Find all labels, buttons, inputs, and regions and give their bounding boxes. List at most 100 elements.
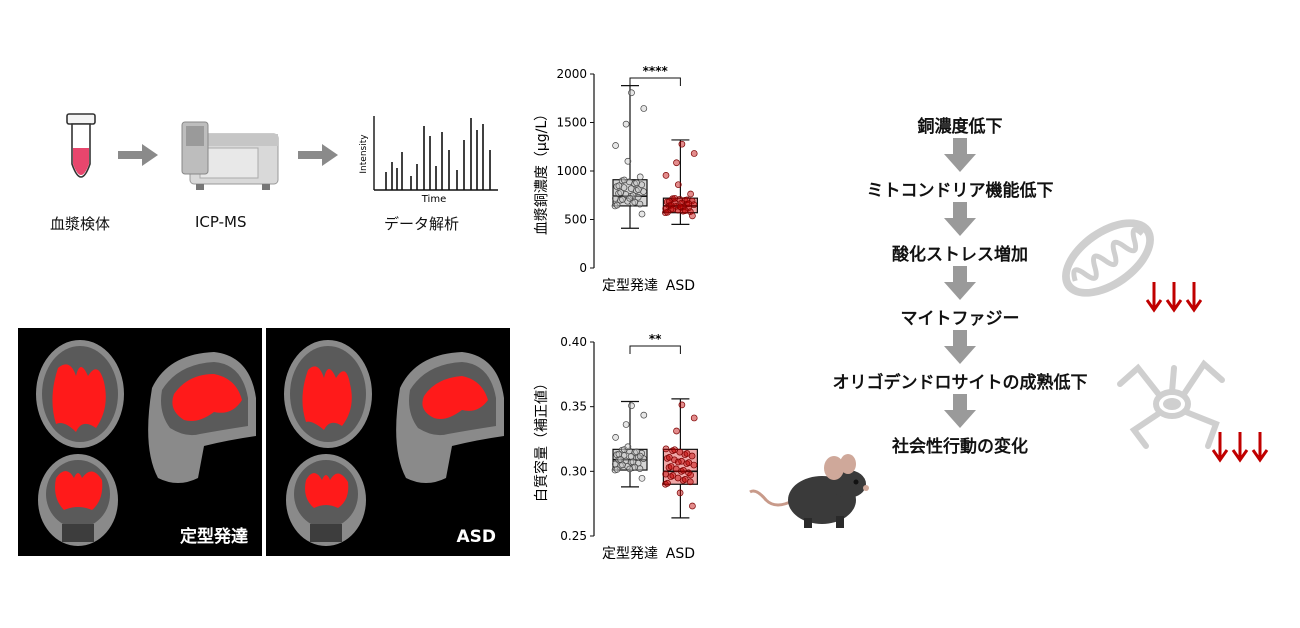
data-point bbox=[674, 458, 682, 466]
mri-brain-image bbox=[284, 340, 504, 546]
data-point bbox=[611, 194, 619, 202]
x-category-label: ASD bbox=[666, 278, 695, 292]
data-point bbox=[640, 105, 648, 112]
step-label-icpms: ICP-MS bbox=[195, 213, 247, 231]
data-point bbox=[674, 181, 682, 189]
plot-x-label: Time bbox=[421, 194, 446, 205]
data-point bbox=[662, 470, 670, 478]
y-axis-label: 血漿銅濃度（μg/L） bbox=[534, 107, 550, 235]
data-point bbox=[640, 188, 647, 195]
y-tick-label: 1000 bbox=[556, 164, 587, 178]
significance-bracket bbox=[629, 345, 681, 354]
data-point bbox=[676, 195, 684, 203]
data-point bbox=[680, 466, 687, 474]
arrow-down-icon bbox=[944, 202, 976, 236]
flow-step-oligo: オリゴデンドロサイトの成熟低下 bbox=[832, 373, 1088, 393]
mitochondrion-icon bbox=[1062, 219, 1154, 297]
arrow-down-icon bbox=[944, 394, 976, 428]
data-point bbox=[683, 450, 691, 457]
data-point bbox=[678, 401, 686, 409]
panel-tag-asd: ASD bbox=[448, 524, 504, 550]
data-point bbox=[671, 194, 679, 202]
y-tick-label: 0.25 bbox=[560, 529, 587, 543]
arrow-right-icon bbox=[118, 144, 158, 166]
y-tick-label: 0.30 bbox=[560, 464, 587, 478]
data-point bbox=[665, 454, 673, 461]
data-point bbox=[622, 421, 630, 428]
data-point bbox=[681, 207, 689, 215]
brain-panel-td: 定型発達 bbox=[18, 328, 262, 556]
x-category-label: 定型発達 bbox=[602, 546, 658, 562]
brain-panel-asd: ASD bbox=[266, 328, 510, 556]
y-tick-label: 1500 bbox=[556, 116, 587, 130]
arrow-right-icon bbox=[298, 144, 338, 166]
data-point bbox=[662, 172, 670, 179]
data-point bbox=[662, 445, 670, 453]
mri-brain-image bbox=[36, 340, 256, 546]
data-point bbox=[687, 471, 694, 479]
data-point bbox=[624, 157, 632, 165]
data-point bbox=[664, 479, 671, 487]
data-point bbox=[690, 414, 698, 422]
plot-y-label: Intensity bbox=[359, 134, 369, 174]
data-point bbox=[640, 411, 648, 419]
y-tick-label: 0.40 bbox=[560, 335, 587, 349]
data-point bbox=[676, 489, 684, 497]
data-point bbox=[636, 465, 644, 472]
data-point bbox=[636, 173, 644, 181]
data-point bbox=[685, 459, 693, 466]
data-point bbox=[665, 198, 673, 205]
arrow-down-icon bbox=[944, 330, 976, 364]
data-point bbox=[617, 189, 625, 196]
y-tick-label: 2000 bbox=[556, 67, 587, 81]
data-point bbox=[619, 196, 626, 203]
data-point bbox=[690, 201, 698, 209]
significance-stars: ** bbox=[649, 332, 662, 346]
arrow-down-icon bbox=[944, 138, 976, 172]
data-point bbox=[685, 200, 693, 208]
data-point bbox=[687, 190, 694, 198]
data-point bbox=[678, 199, 685, 207]
flow-step-copper: 銅濃度低下 bbox=[917, 117, 1003, 137]
mouse-icon bbox=[749, 454, 869, 528]
decrease-arrows-icon bbox=[1146, 282, 1202, 313]
data-point bbox=[662, 205, 670, 212]
step-label-plasma: 血漿検体 bbox=[50, 215, 111, 233]
data-point bbox=[622, 191, 630, 198]
data-point bbox=[638, 210, 646, 218]
flow-step-mitophagy: マイトファジー bbox=[900, 309, 1020, 329]
data-point bbox=[669, 472, 677, 479]
plasma-tube-icon bbox=[66, 113, 96, 178]
y-tick-label: 500 bbox=[564, 213, 587, 227]
significance-stars: **** bbox=[643, 64, 669, 78]
data-point bbox=[669, 205, 677, 213]
data-point bbox=[613, 466, 621, 473]
data-point bbox=[673, 159, 680, 167]
data-point bbox=[676, 203, 684, 210]
data-point bbox=[626, 178, 633, 186]
data-point bbox=[636, 452, 644, 460]
x-category-label: 定型発達 bbox=[602, 278, 658, 292]
data-point bbox=[635, 186, 642, 194]
data-point bbox=[678, 140, 686, 148]
data-point bbox=[689, 212, 696, 220]
data-point bbox=[620, 176, 628, 184]
flow-step-social: 社会性行動の変化 bbox=[892, 437, 1028, 457]
data-point bbox=[633, 179, 640, 187]
decrease-arrows-icon bbox=[1212, 432, 1269, 463]
data-point bbox=[681, 476, 689, 483]
data-point bbox=[634, 193, 642, 201]
data-point bbox=[674, 206, 682, 214]
data-point bbox=[638, 474, 646, 482]
y-tick-label: 0 bbox=[579, 261, 587, 275]
data-point bbox=[631, 463, 639, 471]
data-point bbox=[620, 184, 628, 191]
data-point bbox=[612, 142, 619, 149]
data-point bbox=[626, 194, 634, 202]
data-point bbox=[631, 198, 639, 206]
data-point bbox=[664, 208, 671, 216]
data-point bbox=[624, 443, 632, 451]
data-point bbox=[673, 427, 680, 435]
significance-bracket bbox=[629, 77, 681, 86]
icp-ms-machine-icon bbox=[181, 121, 279, 190]
